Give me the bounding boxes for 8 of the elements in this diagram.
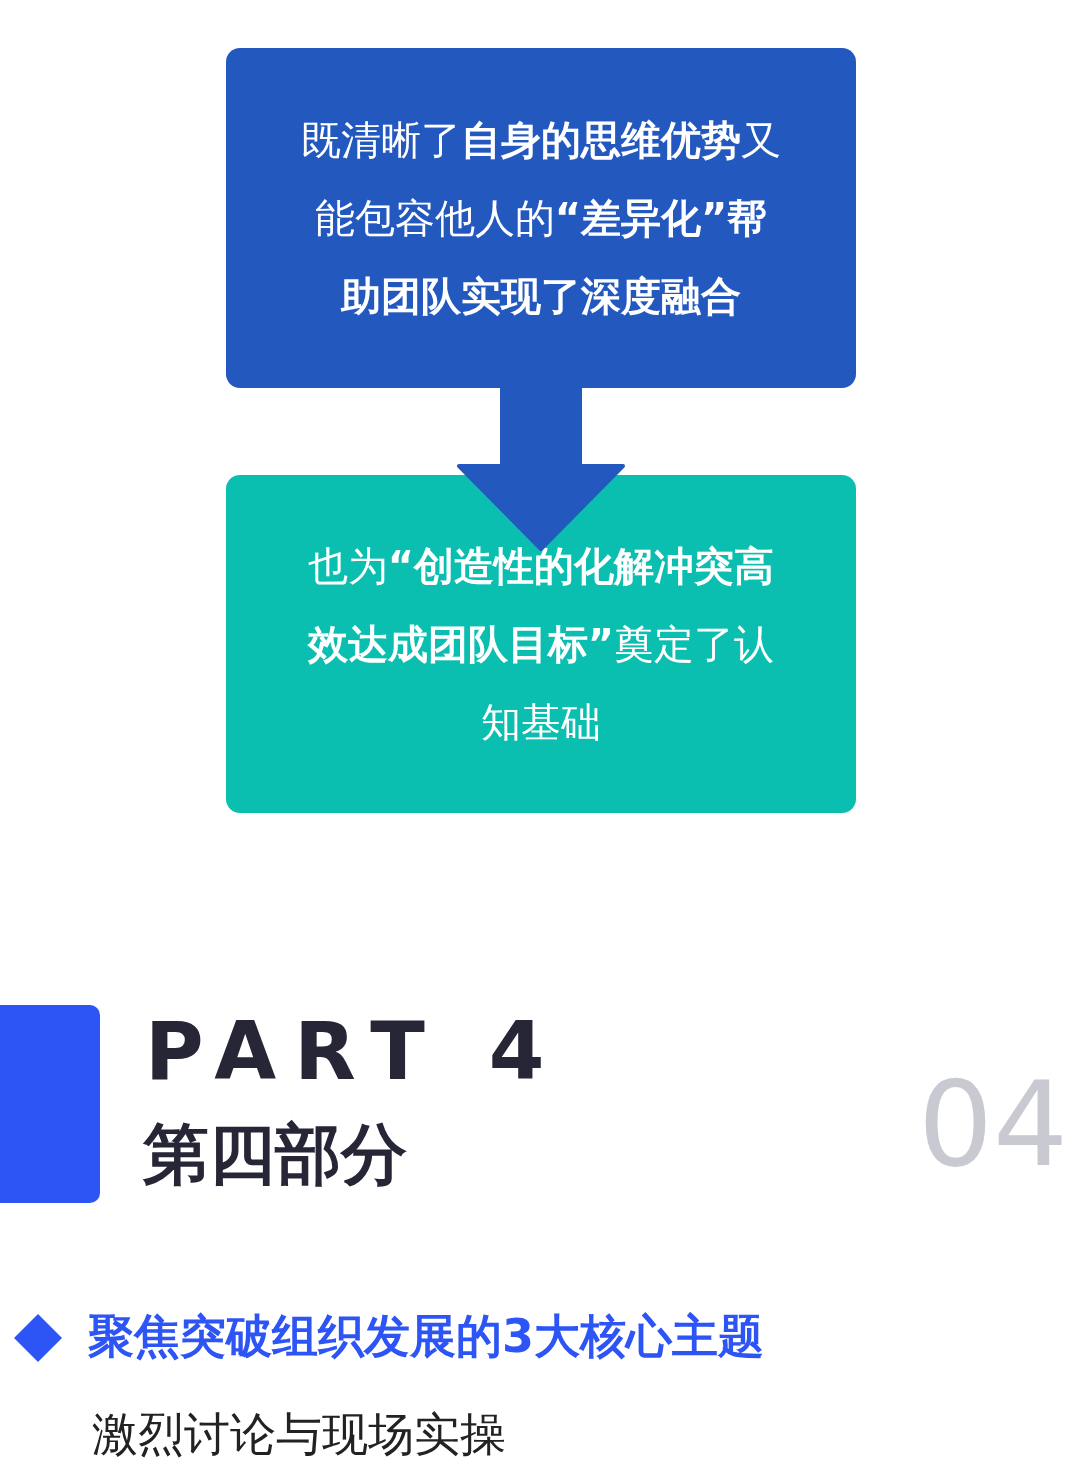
- part-heading: PART 4: [145, 1005, 563, 1098]
- section-bar: [0, 1005, 100, 1203]
- section-title: 第四部分: [143, 1115, 407, 1195]
- topic-heading: 聚焦突破组织发展的3大核心主题: [88, 1308, 764, 1365]
- text-box: 也为“创造性的化解冲突高效达成团队目标”奠定了认知基础: [226, 475, 856, 813]
- text-box: 既清晰了自身的思维优势又能包容他人的“差异化”帮助团队实现了深度融合: [226, 48, 856, 388]
- block-arrow: [457, 386, 625, 551]
- topic-subtitle: 激烈讨论与现场实操: [92, 1406, 506, 1463]
